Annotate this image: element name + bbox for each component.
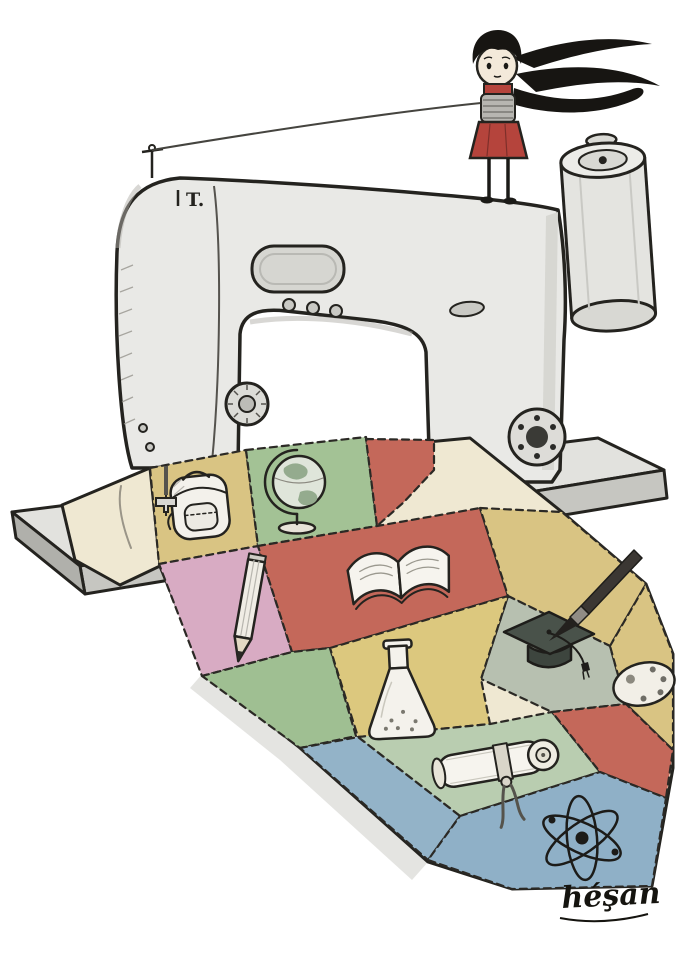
- scroll-icon: [431, 738, 560, 829]
- patch-flask: [328, 594, 510, 739]
- quilt-shadow: [190, 672, 428, 880]
- arm-slot-inner: [259, 253, 337, 285]
- machine-marking: T.: [186, 189, 204, 211]
- needle-assembly: [155, 466, 177, 516]
- wheel-center: [598, 156, 607, 165]
- backpack-icon: [167, 470, 231, 541]
- braid: [512, 87, 644, 113]
- patch-plain-green: [200, 646, 358, 750]
- patch-plain-red-bottom: [550, 702, 675, 800]
- stitch-dial: [224, 381, 270, 427]
- head-shade: [115, 184, 142, 249]
- girl-head: [475, 44, 519, 88]
- patchwork-quilt: [60, 435, 676, 891]
- skirt-pleat: [504, 123, 508, 157]
- girl-skirt: [468, 120, 529, 160]
- girl-brow: [501, 56, 511, 60]
- paintbrush-icon: [549, 549, 643, 641]
- palette-icon: [612, 661, 676, 707]
- signature-flourish: [559, 913, 649, 923]
- girl-mouth: [493, 75, 502, 78]
- wheel-highlight: [578, 173, 591, 310]
- arm-slot: [250, 244, 346, 294]
- machine-button: [329, 304, 343, 318]
- girl-shoe: [480, 196, 494, 204]
- wheel-edge: [559, 163, 574, 319]
- artist-signature: héşan: [559, 876, 662, 923]
- screw: [138, 423, 148, 433]
- pencil-icon: [233, 552, 267, 663]
- wheel-highlight: [628, 168, 640, 305]
- graduation-cap-icon: [502, 610, 596, 680]
- base-left-face: [10, 510, 87, 596]
- atom-icon: [542, 794, 622, 882]
- machine-button: [282, 298, 296, 312]
- arm-shade: [249, 315, 413, 337]
- machine-button: [306, 301, 320, 315]
- machine-body: [114, 176, 568, 484]
- girl-shoe: [503, 197, 517, 205]
- screw: [145, 442, 155, 452]
- wheel-drum: [560, 157, 656, 319]
- flask-icon: [368, 638, 437, 741]
- svg-text:héşan: héşan: [561, 876, 662, 916]
- hair-strands: [512, 39, 660, 113]
- faceplate-seam: [211, 185, 221, 463]
- fold-curl: [118, 485, 132, 549]
- girl-figure: [468, 30, 660, 205]
- book-icon: [346, 545, 451, 610]
- hatching: [118, 264, 136, 425]
- button-row: [282, 298, 343, 318]
- wheel-edge: [643, 157, 658, 313]
- balance-wheel: [559, 132, 658, 333]
- binding-lines: [483, 99, 513, 119]
- presser-foot: [155, 497, 177, 513]
- quilt-fold: [60, 466, 162, 587]
- skirt-pleat: [486, 123, 491, 157]
- vent-oval: [449, 300, 485, 318]
- sewing-machine: T.: [114, 144, 568, 484]
- hair-bangs: [472, 30, 522, 64]
- pillar-shade: [542, 212, 558, 470]
- girl-eye: [486, 62, 492, 70]
- girl-brow: [483, 56, 493, 60]
- hand-wheel-dial: [507, 407, 567, 467]
- thread-line: [151, 102, 482, 151]
- patch-plain-red-top: [364, 437, 436, 528]
- girl-eye: [503, 62, 509, 70]
- globe-icon: [263, 448, 327, 535]
